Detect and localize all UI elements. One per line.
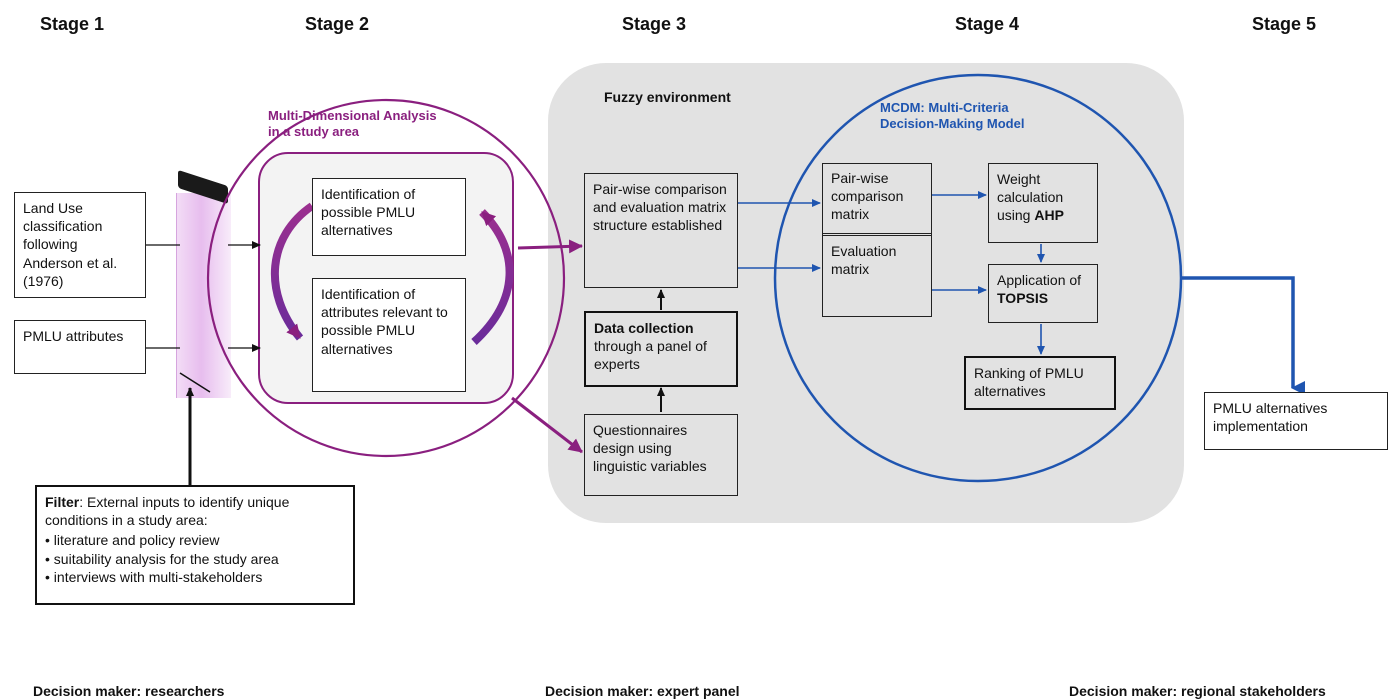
stage2-circle — [206, 98, 566, 458]
identify-alternatives-box: Identification of possible PMLU alternat… — [312, 178, 466, 256]
filter-box: Filter: External inputs to identify uniq… — [35, 485, 355, 605]
filter-prism-icon — [176, 193, 231, 398]
filter-title: Filter — [45, 494, 80, 510]
matrix-group-box: Pair-wise comparison matrix Evaluation m… — [822, 163, 932, 317]
stage4-circle — [773, 73, 1183, 483]
topsis-box: Application of TOPSIS — [988, 264, 1098, 323]
identify-attributes-box: Identification of attributes relevant to… — [312, 278, 466, 392]
topsis-label: TOPSIS — [997, 290, 1049, 307]
filter-item: suitability analysis for the study area — [45, 550, 345, 568]
questionnaires-box: Questionnaires design using linguistic v… — [584, 414, 738, 496]
ahp-label: AHP — [1034, 207, 1064, 224]
decision-maker-expert-panel: Decision maker: expert panel — [545, 683, 740, 699]
stage-2-header: Stage 2 — [305, 14, 370, 34]
pairwise-matrix-box: Pair-wise comparison matrix — [823, 164, 931, 236]
weight-calculation-box: Weight calculation using AHP — [988, 163, 1098, 243]
stage-4-header: Stage 4 — [955, 14, 1020, 34]
pmlu-attributes-box: PMLU attributes — [14, 320, 146, 374]
data-collection-box: Data collection through a panel of exper… — [584, 311, 738, 387]
decision-maker-researchers: Decision maker: researchers — [33, 683, 225, 699]
evaluation-matrix-box: Evaluation matrix — [831, 243, 897, 278]
fuzzy-environment-title: Fuzzy environment — [604, 89, 731, 105]
filter-item: interviews with multi-stakeholders — [45, 568, 345, 586]
land-use-classification-box: Land Use classification following Anders… — [14, 192, 146, 298]
filter-item: literature and policy review — [45, 531, 345, 549]
data-collection-title: Data collection — [594, 320, 694, 336]
filter-list: literature and policy review suitability… — [45, 531, 345, 586]
decision-maker-regional-stakeholders: Decision maker: regional stakeholders — [1069, 683, 1326, 699]
stage-5-header: Stage 5 — [1252, 14, 1317, 34]
stage2-title: Multi-Dimensional Analysis in a study ar… — [268, 108, 437, 140]
topsis-text: Application of — [997, 272, 1082, 288]
weight-text: Weight calculation using — [997, 171, 1064, 224]
pairwise-structure-box: Pair-wise comparison and evaluation matr… — [584, 173, 738, 288]
stage4-title: MCDM: Multi-Criteria Decision-Making Mod… — [880, 100, 1025, 132]
filter-description: : External inputs to identify unique con… — [45, 494, 290, 529]
stage-1-header: Stage 1 — [40, 14, 105, 34]
ranking-box: Ranking of PMLU alternatives — [964, 356, 1116, 410]
implementation-box: PMLU alternatives implementation — [1204, 392, 1388, 450]
stage-3-header: Stage 3 — [622, 14, 687, 34]
data-collection-text: through a panel of experts — [594, 338, 707, 373]
